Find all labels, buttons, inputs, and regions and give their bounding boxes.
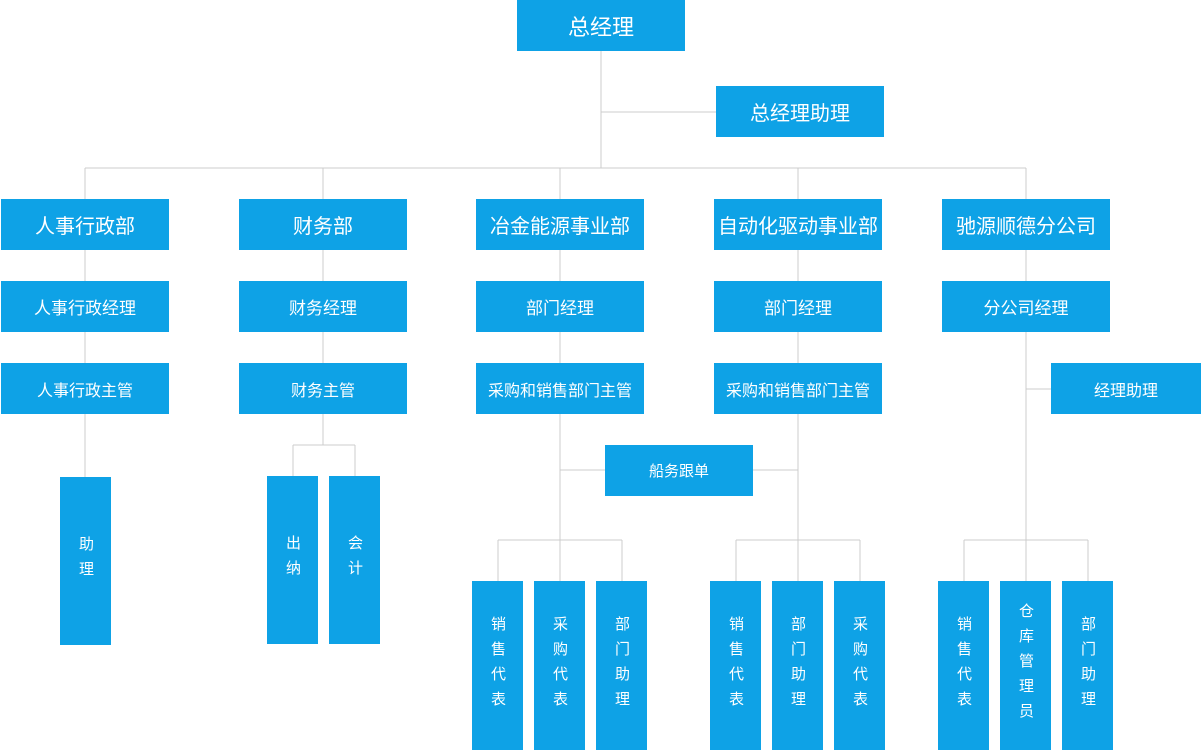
metallurgy-manager-box: 部门经理 bbox=[476, 281, 644, 332]
finance-manager-label: 财务经理 bbox=[289, 299, 357, 319]
dept-metallurgy-box: 冶金能源事业部 bbox=[476, 199, 644, 250]
dept-metallurgy-label: 冶金能源事业部 bbox=[490, 214, 630, 238]
dept-automation-label: 自动化驱动事业部 bbox=[718, 214, 878, 238]
dept-hr-label: 人事行政部 bbox=[35, 214, 135, 238]
branch-manager-label: 分公司经理 bbox=[983, 299, 1069, 319]
automation-supervisor-label: 采购和销售部门主管 bbox=[725, 380, 870, 400]
dept-automation-box: 自动化驱动事业部 bbox=[714, 199, 882, 250]
accountant-box: 会计 bbox=[329, 476, 380, 644]
automation-dept-assistant-box: 部门助理 bbox=[772, 581, 823, 750]
metallurgy-sales-rep-box: 销售代表 bbox=[472, 581, 523, 750]
metallurgy-manager-label: 部门经理 bbox=[526, 299, 594, 319]
branch-box: 驰源顺德分公司 bbox=[942, 199, 1110, 250]
general-manager-assistant-label: 总经理助理 bbox=[750, 101, 850, 125]
automation-manager-box: 部门经理 bbox=[714, 281, 882, 332]
branch-sales-rep-label: 销售代表 bbox=[955, 615, 973, 716]
automation-dept-assistant-label: 部门助理 bbox=[789, 615, 807, 716]
cashier-label: 出纳 bbox=[284, 535, 302, 585]
branch-label: 驰源顺德分公司 bbox=[956, 214, 1096, 238]
branch-warehouse-label: 仓库管理员 bbox=[1017, 603, 1035, 728]
metallurgy-dept-assistant-box: 部门助理 bbox=[596, 581, 647, 750]
branch-dept-assistant-box: 部门助理 bbox=[1062, 581, 1113, 750]
branch-manager-box: 分公司经理 bbox=[942, 281, 1110, 332]
automation-sales-rep-label: 销售代表 bbox=[727, 615, 745, 716]
cashier-box: 出纳 bbox=[267, 476, 318, 644]
dept-finance-label: 财务部 bbox=[293, 214, 353, 238]
automation-sales-rep-box: 销售代表 bbox=[710, 581, 761, 750]
branch-manager-assistant-label: 经理助理 bbox=[1093, 380, 1158, 400]
dept-hr-box: 人事行政部 bbox=[1, 199, 169, 250]
metallurgy-sales-rep-label: 销售代表 bbox=[489, 615, 507, 716]
finance-manager-box: 财务经理 bbox=[239, 281, 407, 332]
general-manager-box: 总经理 bbox=[517, 0, 685, 51]
accountant-label: 会计 bbox=[346, 535, 364, 585]
branch-warehouse-box: 仓库管理员 bbox=[1000, 581, 1051, 750]
hr-supervisor-label: 人事行政主管 bbox=[36, 380, 133, 400]
automation-manager-label: 部门经理 bbox=[764, 299, 832, 319]
hr-manager-label: 人事行政经理 bbox=[34, 299, 136, 319]
hr-assistant-box: 助理 bbox=[60, 477, 111, 645]
finance-supervisor-label: 财务主管 bbox=[290, 380, 355, 400]
automation-purchase-rep-label: 采购代表 bbox=[851, 615, 869, 716]
branch-manager-assistant-box: 经理助理 bbox=[1051, 363, 1201, 414]
dept-finance-box: 财务部 bbox=[239, 199, 407, 250]
shipping-label: 船务跟单 bbox=[648, 462, 709, 480]
metallurgy-purchase-rep-label: 采购代表 bbox=[551, 615, 569, 716]
hr-supervisor-box: 人事行政主管 bbox=[1, 363, 169, 414]
metallurgy-purchase-rep-box: 采购代表 bbox=[534, 581, 585, 750]
metallurgy-dept-assistant-label: 部门助理 bbox=[613, 615, 631, 716]
general-manager-assistant-box: 总经理助理 bbox=[716, 86, 884, 137]
metallurgy-supervisor-label: 采购和销售部门主管 bbox=[487, 380, 632, 400]
hr-assistant-label: 助理 bbox=[77, 536, 95, 586]
general-manager-label: 总经理 bbox=[567, 15, 634, 41]
hr-manager-box: 人事行政经理 bbox=[1, 281, 169, 332]
metallurgy-supervisor-box: 采购和销售部门主管 bbox=[476, 363, 644, 414]
shipping-box: 船务跟单 bbox=[605, 445, 753, 496]
branch-sales-rep-box: 销售代表 bbox=[938, 581, 989, 750]
automation-purchase-rep-box: 采购代表 bbox=[834, 581, 885, 750]
branch-dept-assistant-label: 部门助理 bbox=[1079, 615, 1097, 716]
finance-supervisor-box: 财务主管 bbox=[239, 363, 407, 414]
automation-supervisor-box: 采购和销售部门主管 bbox=[714, 363, 882, 414]
